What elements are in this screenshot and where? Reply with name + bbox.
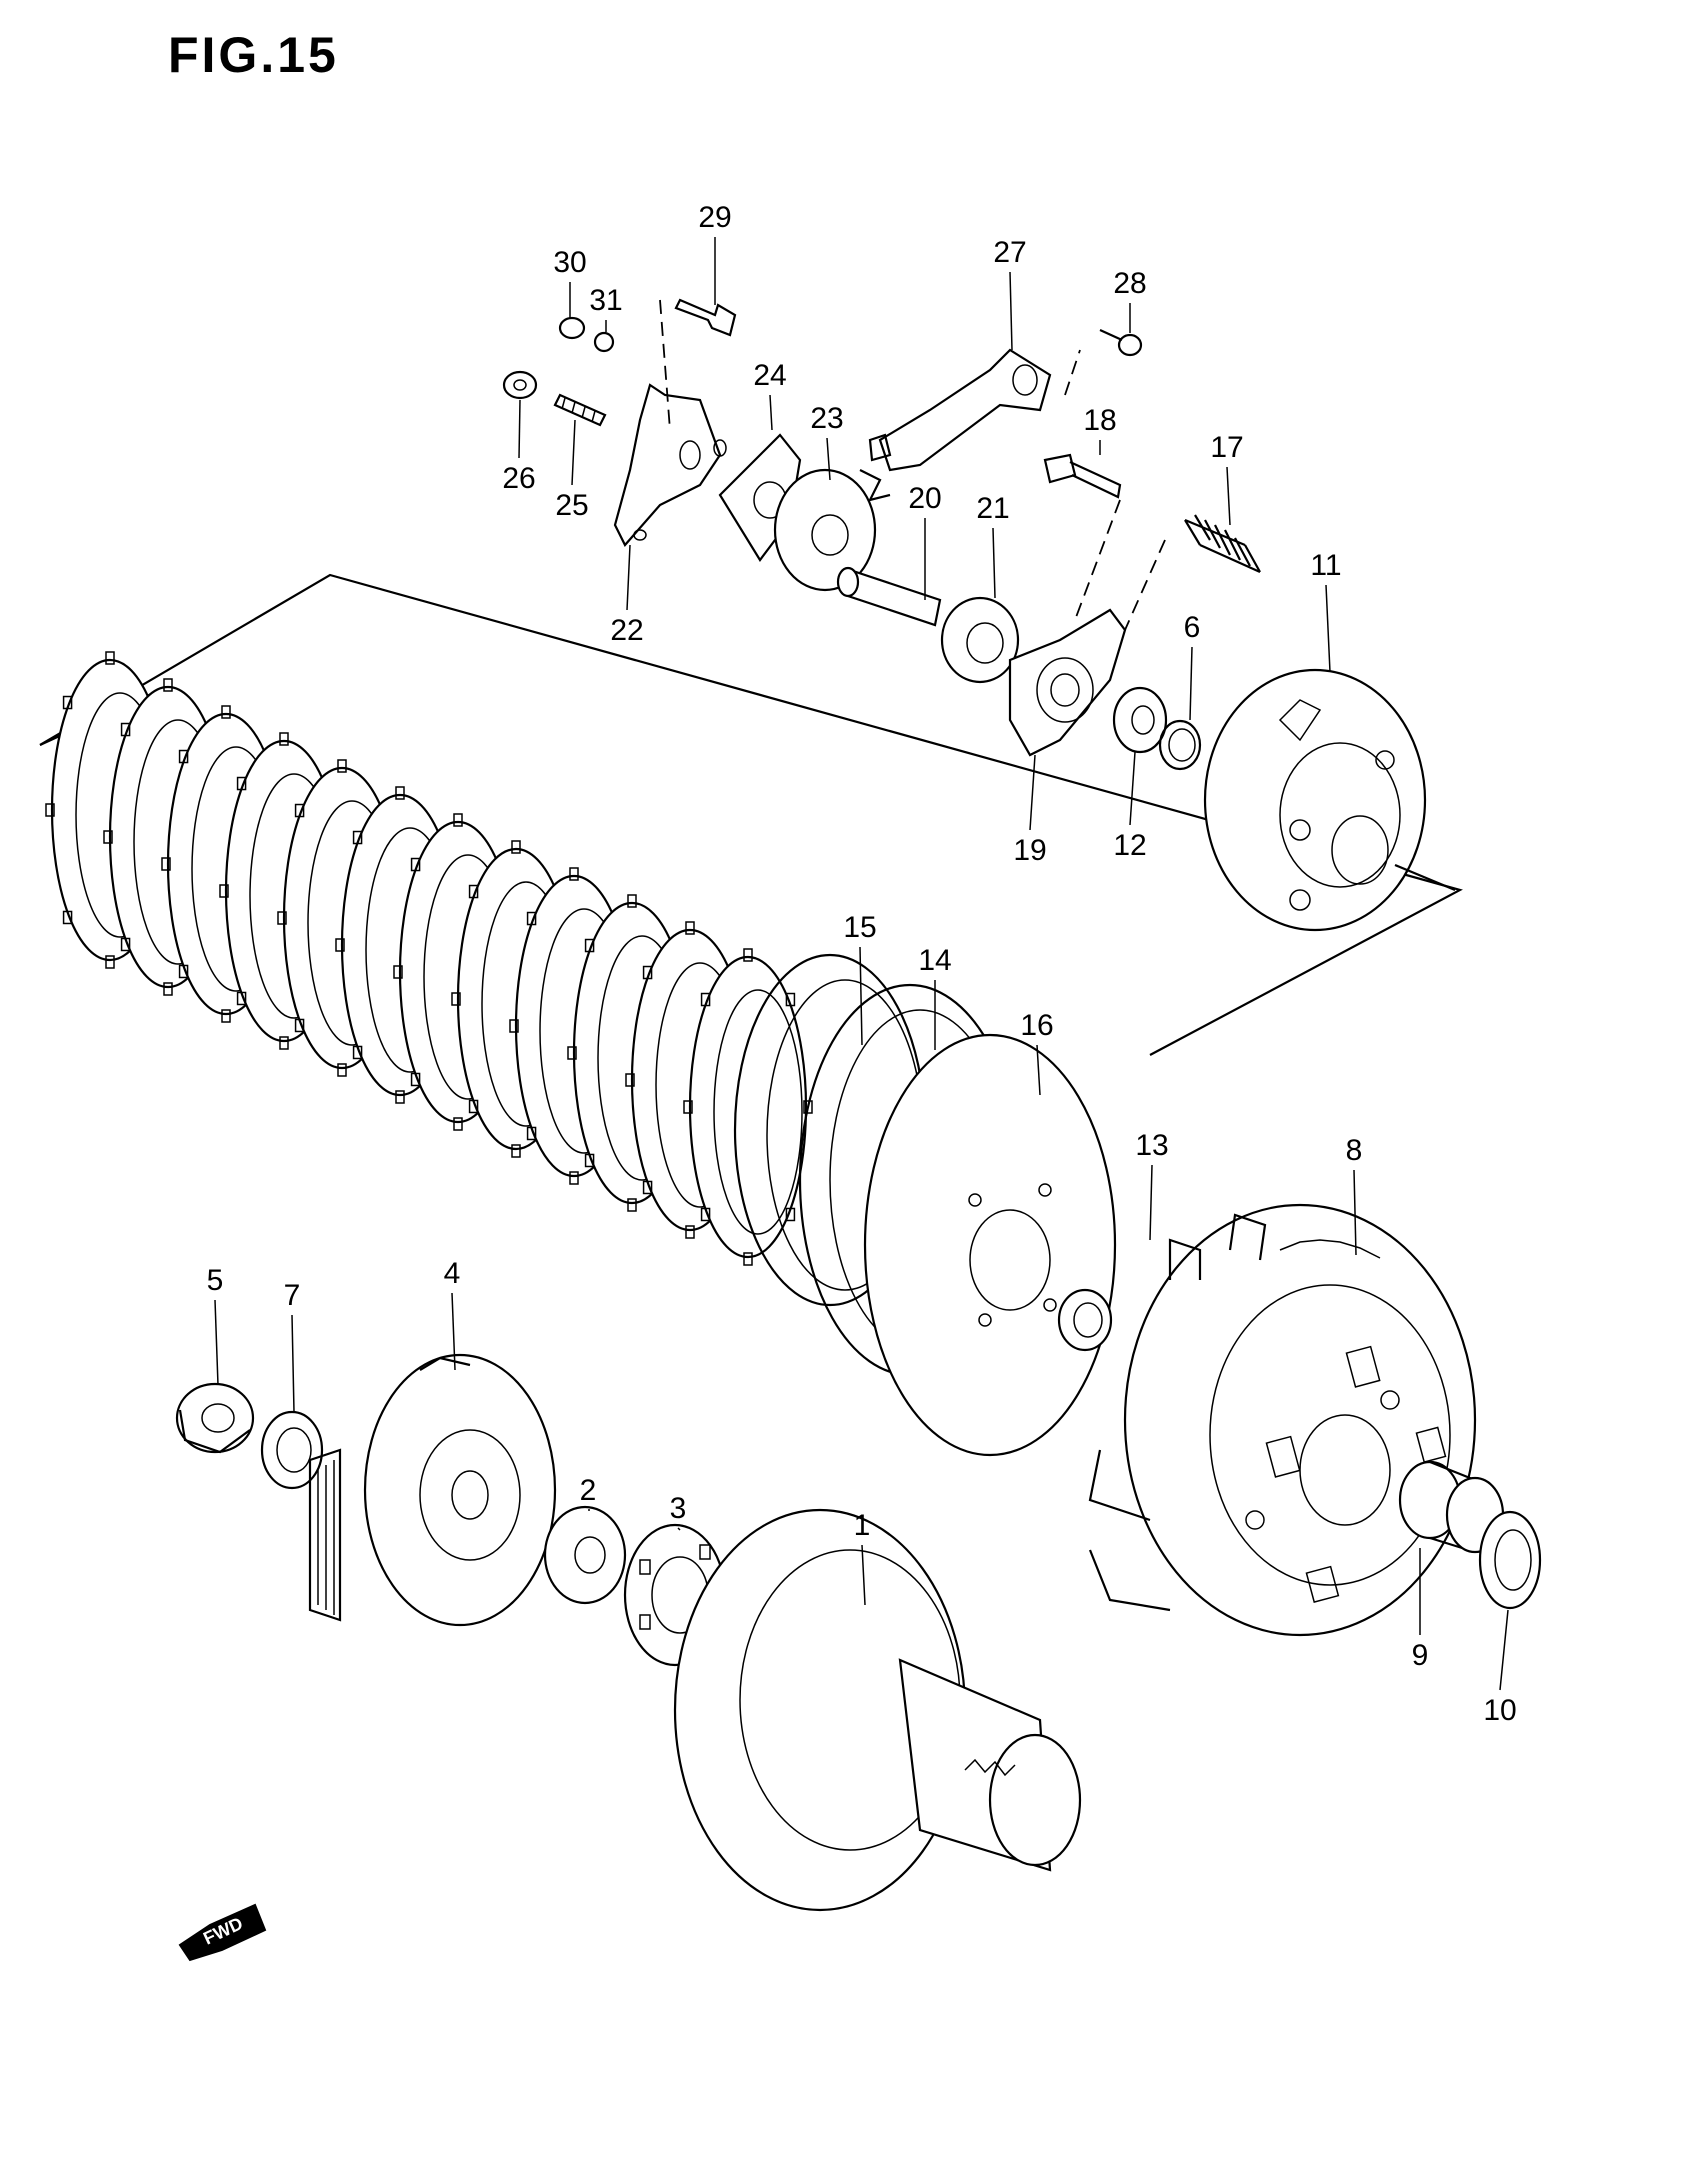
leader-line-6 <box>1189 646 1193 721</box>
cam-plate-23 <box>773 468 891 592</box>
washer-6 <box>1158 719 1202 771</box>
leader-line-26 <box>518 399 521 459</box>
leader-line-16 <box>1036 1044 1041 1096</box>
bracket-22 <box>613 383 727 547</box>
leader-line-8 <box>1353 1169 1357 1256</box>
leader-line-15 <box>859 946 863 1046</box>
leader-line-23 <box>826 437 831 481</box>
nut-26 <box>502 370 538 400</box>
nut-5 <box>175 1382 255 1454</box>
washer-13 <box>1057 1288 1113 1352</box>
callout-27: 27 <box>993 236 1026 269</box>
leader-line-7 <box>291 1314 295 1413</box>
spacer-2 <box>543 1505 627 1605</box>
nut-30 <box>558 316 586 340</box>
figure-title: FIG.15 <box>168 27 339 83</box>
callout-16: 16 <box>1020 1009 1053 1042</box>
leader-line-17 <box>1226 466 1231 526</box>
callout-10: 10 <box>1483 1694 1516 1727</box>
leader-line-27 <box>1009 271 1013 351</box>
callout-15: 15 <box>843 911 876 944</box>
callout-23: 23 <box>810 402 843 435</box>
driven-plate <box>683 948 813 1266</box>
callout-26: 26 <box>502 462 535 495</box>
callout-13: 13 <box>1135 1129 1168 1162</box>
bolt-18 <box>1043 453 1122 621</box>
leader-line-19 <box>1029 754 1036 831</box>
callout-11: 11 <box>1310 549 1341 582</box>
washer-10 <box>1478 1510 1542 1610</box>
stud-25 <box>553 393 607 427</box>
leader-line-25 <box>571 419 576 486</box>
leader-line-3 <box>677 1527 681 1531</box>
leader-line-21 <box>992 527 996 599</box>
leader-line-10 <box>1499 1609 1509 1691</box>
callout-25: 25 <box>555 489 588 522</box>
washer-7 <box>260 1410 324 1490</box>
callout-12: 12 <box>1113 829 1146 862</box>
fwd-arrow-icon: FWD <box>178 1903 267 1962</box>
callout-20: 20 <box>908 482 941 515</box>
callout-30: 30 <box>553 246 586 279</box>
callout-21: 21 <box>976 492 1009 525</box>
bearing-12 <box>1112 686 1168 754</box>
leader-line-1 <box>861 1544 866 1606</box>
callout-3: 3 <box>670 1492 687 1525</box>
callout-6: 6 <box>1184 611 1201 644</box>
callout-17: 17 <box>1210 431 1243 464</box>
bearing-21 <box>940 596 1020 684</box>
callout-9: 9 <box>1412 1639 1429 1672</box>
leader-line-11 <box>1325 584 1331 673</box>
callout-2: 2 <box>580 1474 597 1507</box>
bolt-29 <box>659 298 737 431</box>
callout-4: 4 <box>444 1257 461 1290</box>
callout-19: 19 <box>1013 834 1046 867</box>
leader-line-13 <box>1149 1164 1153 1241</box>
leader-line-4 <box>451 1292 456 1371</box>
callout-29: 29 <box>698 201 731 234</box>
callout-31: 31 <box>589 284 622 317</box>
leader-line-24 <box>769 394 773 431</box>
spring-17 <box>1124 514 1261 631</box>
callout-18: 18 <box>1083 404 1116 437</box>
bushing-9 <box>1398 1460 1505 1554</box>
leader-line-12 <box>1129 751 1136 826</box>
pressure-disc-16 <box>863 1033 1117 1457</box>
callout-1: 1 <box>854 1509 871 1542</box>
callout-7: 7 <box>284 1279 301 1312</box>
pin-20 <box>836 566 942 627</box>
callout-8: 8 <box>1346 1134 1363 1167</box>
clutch-housing-8 <box>1088 1203 1477 1637</box>
release-arm-27 <box>868 348 1052 472</box>
callout-22: 22 <box>610 614 643 647</box>
callout-5: 5 <box>207 1264 224 1297</box>
release-bearing-19 <box>1008 608 1127 757</box>
leader-line-5 <box>214 1299 219 1386</box>
callout-28: 28 <box>1113 267 1146 300</box>
pressure-plate-11 <box>1203 668 1456 932</box>
primary-driven-gear-1 <box>673 1508 1082 1912</box>
callout-leaders <box>214 237 1509 1691</box>
washer-31 <box>593 331 615 353</box>
clutch-plate-stack <box>45 651 813 1266</box>
callout-24: 24 <box>753 359 786 392</box>
callout-14: 14 <box>918 944 951 977</box>
one-way-clutch-4 <box>308 1353 557 1627</box>
bolt-28 <box>1064 328 1143 396</box>
leader-line-22 <box>626 544 631 611</box>
